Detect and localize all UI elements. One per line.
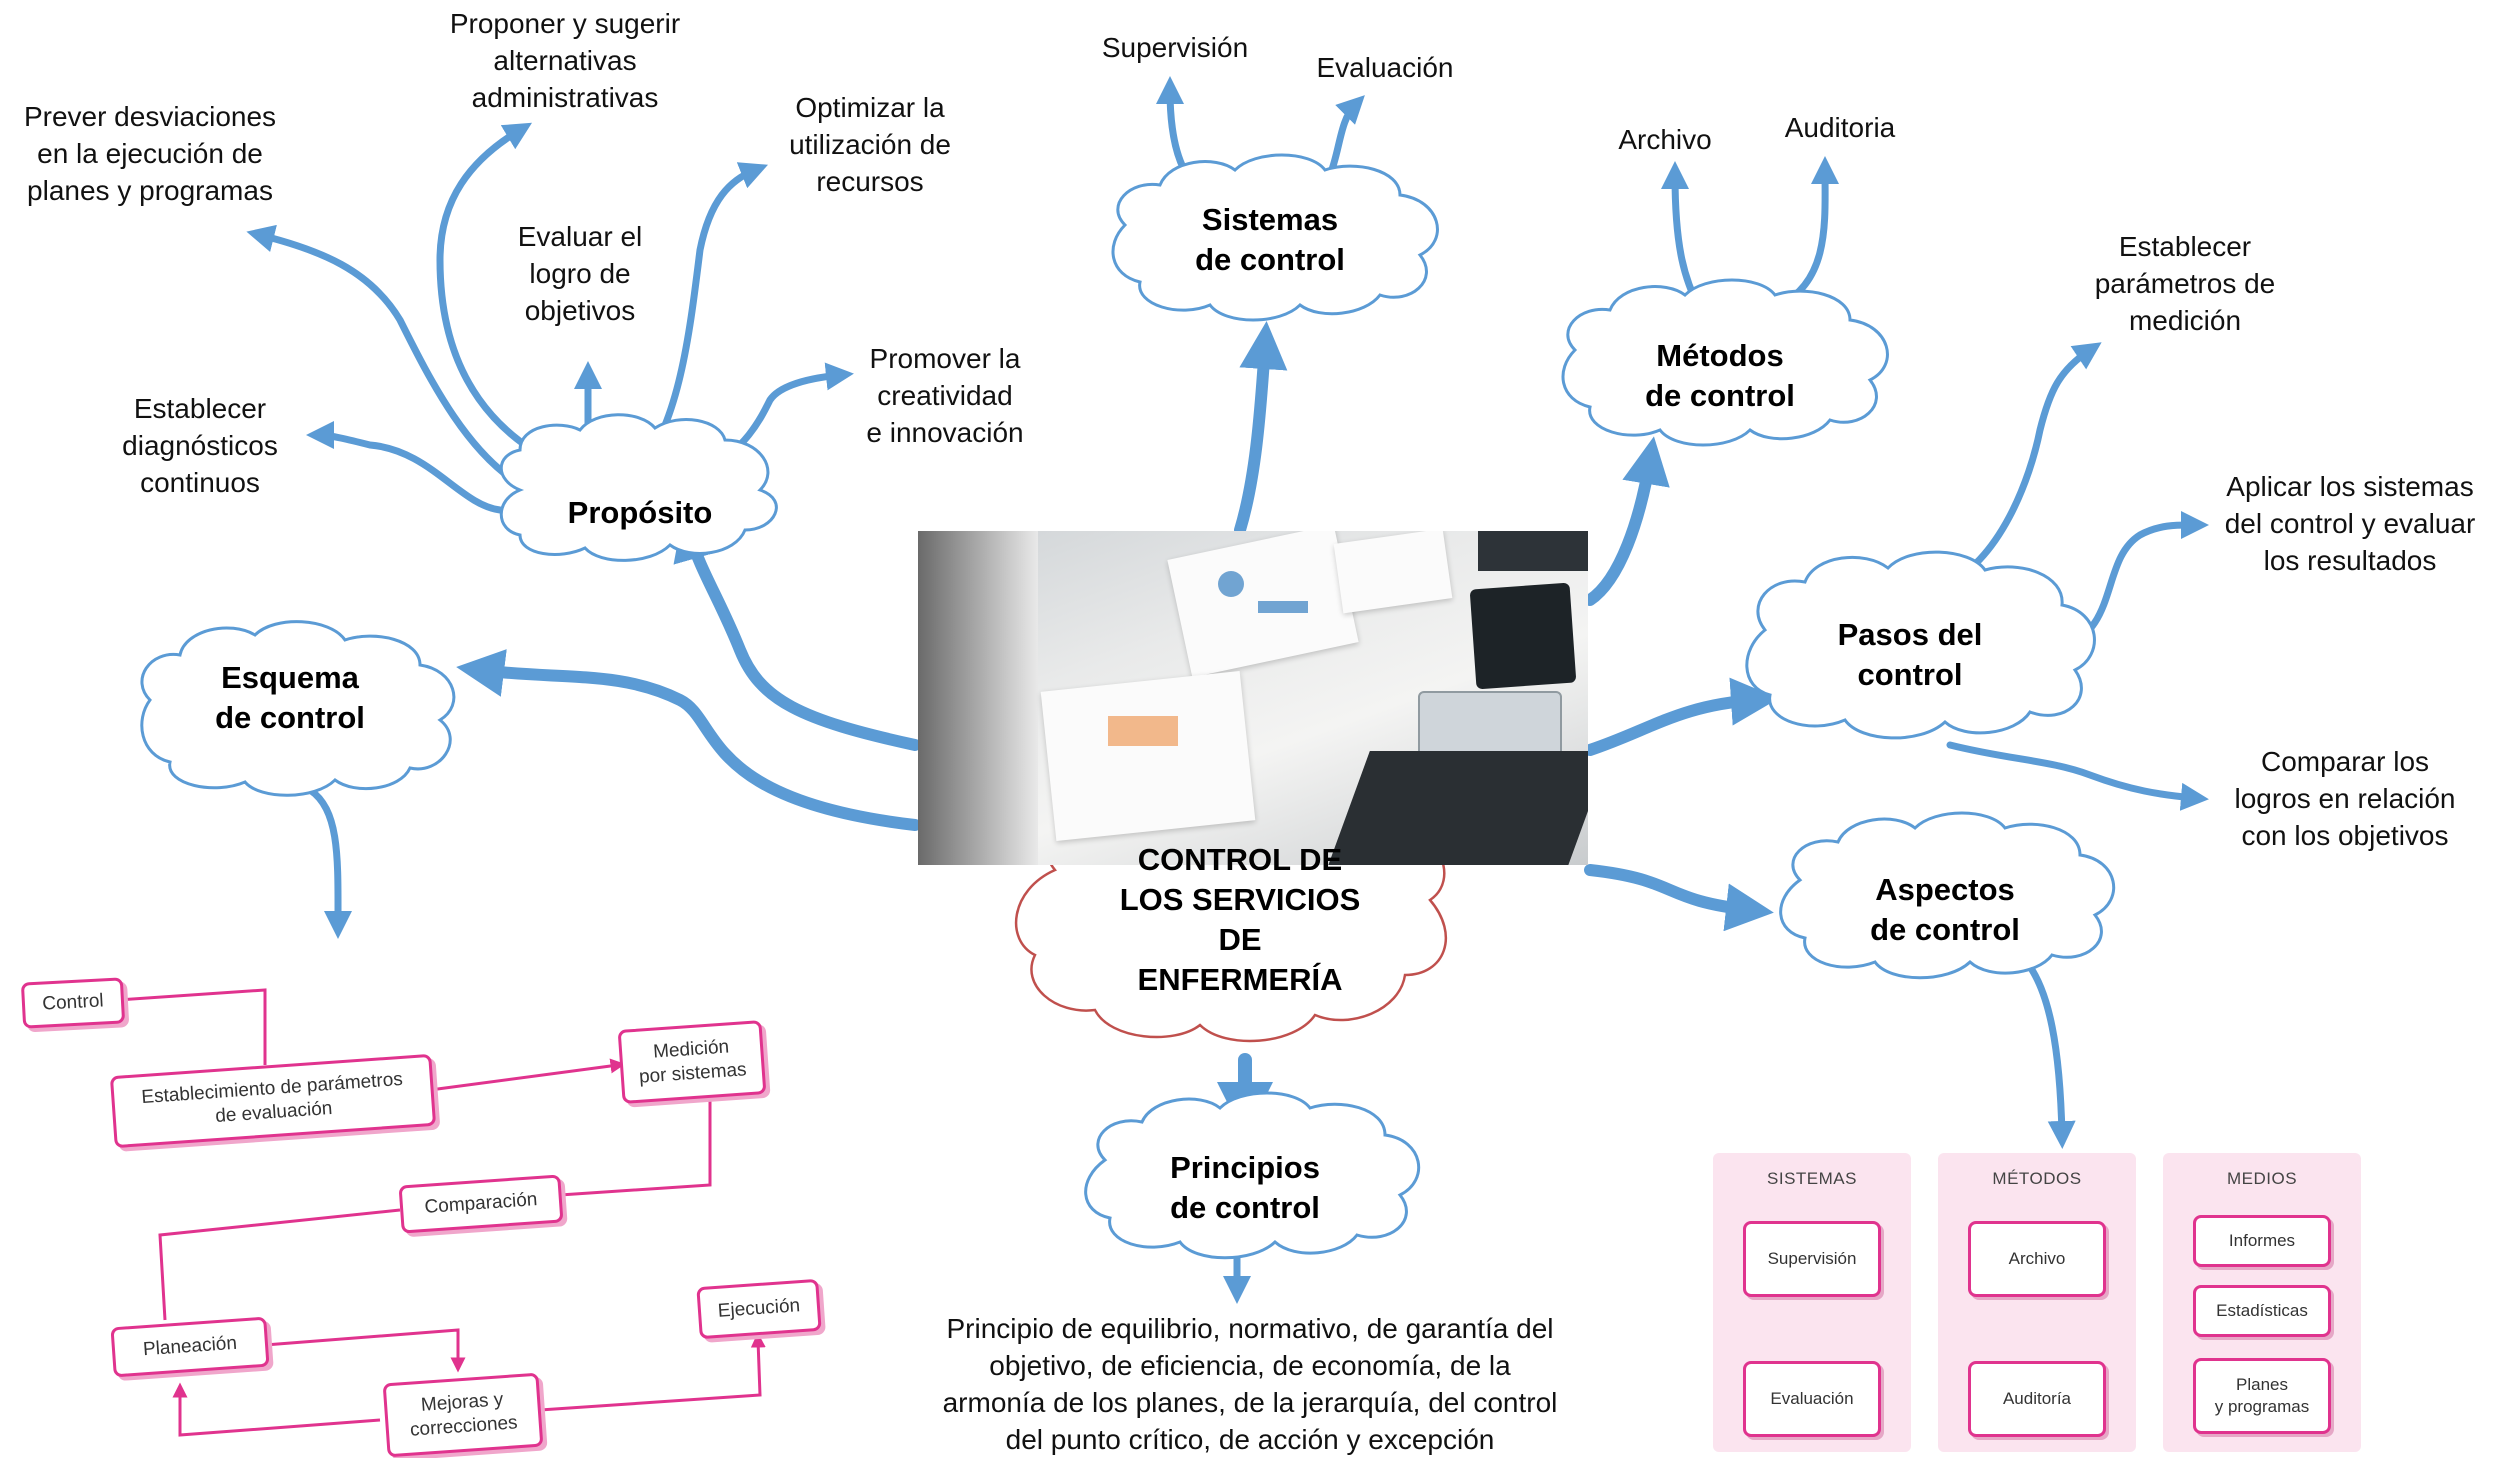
arrow-to-pasos [1584,677,1779,756]
arrow-prever [246,224,534,494]
label-optimizar: Optimizar la utilización de recursos [789,92,951,197]
panel-item-evaluacion: Evaluación [1743,1361,1881,1437]
arrow-to-aspectos [1584,864,1774,932]
cloud-principios [1084,1091,1421,1260]
cloud-pasos [1745,550,2096,740]
arrow-proponer [436,122,574,474]
arrow-to-proposito [673,511,921,751]
cloud-metodos [1561,278,1889,447]
node-aspectos: Aspectos de control [1870,872,2020,947]
panel-medios-title: MEDIOS [2226,1169,2298,1188]
arrow-to-metodos [1584,436,1670,606]
panel-item-archivo: Archivo [1968,1221,2106,1297]
panel-item-estadisticas: Estadísticas [2193,1285,2331,1337]
flow-establecimiento-to-medicion [429,1058,626,1092]
node-esquema: Esquema de control [215,660,365,735]
main-connectors [456,321,1779,1138]
arrow-aspectos-down [2021,956,2076,1149]
cloud-esquema [140,620,456,797]
flow-mejoras: Mejoras y correcciones [382,1372,544,1458]
label-parametros: Establecer parámetros de medición [2094,231,2276,336]
arrow-establecer [306,421,504,514]
arrow-auditoria [1776,156,1840,309]
label-aplicar: Aplicar los sistemas del control y evalu… [2224,471,2476,576]
label-proponer: Proponer y sugerir alternativas administ… [449,8,681,113]
panel-medios: MEDIOS Informes Estadísticas Planes y pr… [2163,1153,2361,1452]
label-evaluar: Evaluar el logro de objetivos [517,221,643,326]
label-archivo: Archivo [1618,124,1712,155]
node-proposito: Propósito [567,495,713,530]
node-sistemas: Sistemas de control [1195,202,1345,277]
flow-ejecucion: Ejecución [696,1278,822,1340]
label-auditoria: Auditoria [1784,112,1896,143]
label-prever: Prever desviaciones en la ejecución de p… [23,101,277,206]
label-supervision: Supervisión [1101,32,1249,63]
panel-metodos-title: MÉTODOS [1992,1169,2082,1188]
panel-item-planes: Planes y programas [2193,1358,2331,1434]
flow-lines [117,988,766,1437]
flow-mejoras-to-ejecucion [539,1332,766,1412]
arrow-evaluacion [1326,95,1365,179]
label-promover: Promover la creatividad e innovación [866,343,1024,448]
center-title: CONTROL DE LOS SERVICIOS DE ENFERMERÍA [1119,842,1361,997]
arrow-to-sistemas [1234,321,1288,536]
panel-item-informes: Informes [2193,1215,2331,1267]
arrow-esquema-down [306,786,353,939]
arrow-comparar [1946,741,2209,811]
flow-control: Control [20,977,126,1029]
flow-comparacion-to-planeacion [158,1208,401,1321]
label-comparar: Comparar los logros en relación con los … [2234,746,2456,851]
clouds [140,153,2116,1260]
label-establecer: Establecer diagnósticos continuos [122,393,278,498]
arrow-to-esquema [456,649,921,831]
flow-mejoras-to-planeacion [172,1382,381,1437]
panel-sistemas: SISTEMAS Supervisión Evaluación [1713,1153,1911,1452]
panel-sistemas-title: SISTEMAS [1767,1169,1857,1188]
cloud-proposito [499,413,778,562]
flow-medicion: Medición por sistemas [617,1020,767,1104]
node-principios: Principios de control [1170,1150,1320,1225]
cloud-aspectos [1779,811,2116,980]
principios-text: Principio de equilibrio, normativo, de g… [942,1313,1558,1455]
node-pasos: Pasos del control [1837,617,1983,692]
cloud-sistemas [1111,153,1439,322]
panel-item-supervision: Supervisión [1743,1221,1881,1297]
office-photo [918,531,1588,865]
label-evaluacion: Evaluación [1316,52,1454,83]
flow-planeacion-to-mejoras [264,1328,466,1373]
arrow-parametros [1941,342,2102,589]
flow-medicion-to-comparacion [559,1095,712,1197]
node-metodos: Métodos de control [1645,338,1795,413]
panel-metodos: MÉTODOS Archivo Auditoría [1938,1153,2136,1452]
panel-item-auditoria: Auditoría [1968,1361,2106,1437]
flow-control-to-establecimiento [117,988,267,1065]
